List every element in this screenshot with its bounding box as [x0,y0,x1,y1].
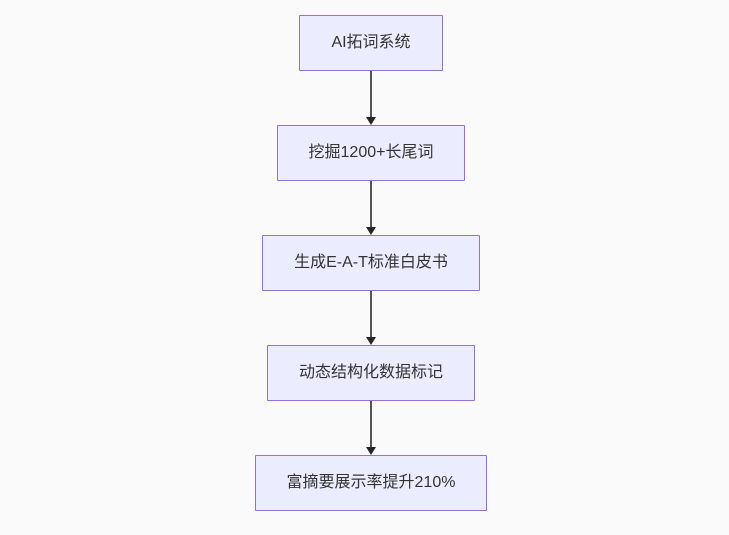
arrow-line [370,401,372,447]
flow-node-ai-word-expansion-system: AI拓词系统 [299,15,443,71]
arrow-line [370,291,372,337]
arrow-down-icon [366,337,376,345]
arrow-line [370,181,372,227]
flow-arrow-1 [366,71,376,125]
flow-node-dynamic-structured-data-markup: 动态结构化数据标记 [266,345,475,401]
flow-arrow-2 [366,181,376,235]
flow-node-rich-snippet-rate-increase: 富摘要展示率提升210% [254,455,488,511]
arrow-down-icon [366,117,376,125]
arrow-line [370,71,372,117]
flow-arrow-4 [366,401,376,455]
flow-node-generate-eat-whitepaper: 生成E-A-T标准白皮书 [262,235,480,291]
arrow-down-icon [366,447,376,455]
arrow-down-icon [366,227,376,235]
flow-arrow-3 [366,291,376,345]
flow-node-mine-longtail-keywords: 挖掘1200+长尾词 [276,125,466,181]
flowchart: AI拓词系统 挖掘1200+长尾词 生成E-A-T标准白皮书 动态结构化数据标记… [254,15,488,511]
